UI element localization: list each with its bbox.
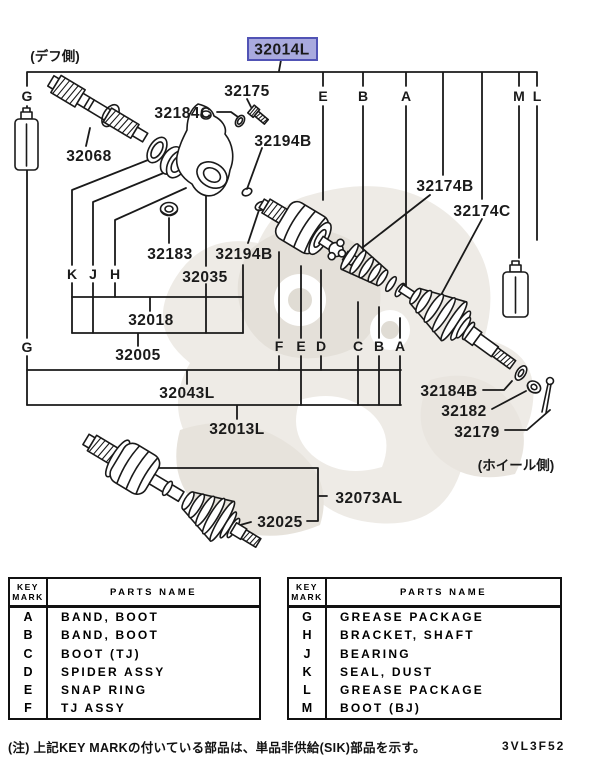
- highlight-leader: [278, 59, 282, 72]
- part-label-32194B-mid: 32194B: [215, 246, 272, 263]
- bracket-32043L: [26, 369, 402, 385]
- parts-name-header: PARTS NAME: [109, 586, 198, 598]
- grease-bottle-left-icon: [14, 107, 39, 171]
- nut-32182-drawing: [526, 380, 542, 394]
- wheel-side-note: (ホイール側): [478, 457, 555, 473]
- diagram-linework: [26, 59, 551, 528]
- parts-name-header: PARTS NAME: [399, 586, 488, 598]
- keymark-A-top: A: [401, 88, 411, 104]
- part-label-32025: 32025: [257, 514, 303, 531]
- figure-code: 3VL3F52: [502, 739, 566, 753]
- part-label-32073AL: 32073AL: [335, 490, 402, 507]
- keymark-D: D: [316, 338, 326, 354]
- cotter-pin-drawing: [541, 376, 555, 414]
- part-label-32174C: 32174C: [453, 203, 510, 220]
- shaft-bracket-drawing: [175, 103, 234, 197]
- keymark-E-top: E: [318, 88, 327, 104]
- boot-bands-drawing: [384, 275, 416, 300]
- keymark-G-top: G: [22, 88, 33, 104]
- part-label-32013L: 32013L: [209, 421, 265, 438]
- keymark-C: C: [353, 338, 363, 354]
- washer-32184b-drawing: [514, 365, 528, 381]
- keymark-B-mid: B: [374, 338, 384, 354]
- bracket-32013L: [26, 404, 402, 420]
- input-shaft-drawing: [46, 74, 149, 143]
- part-label-32184C: 32184C: [154, 105, 211, 122]
- part-label-32175: 32175: [224, 83, 270, 100]
- axle-parts-diagram: 32014L (デフ側) (ホイール側) 32175 32184C 32194B…: [14, 37, 555, 549]
- keymark-K: K: [67, 266, 77, 282]
- grease-bottle-right-icon: [502, 260, 529, 318]
- footnote: (注) 上記KEY MARKの付いている部品は、単品非供給(SIK)部品を示す。: [8, 741, 426, 755]
- part-label-32194B-top: 32194B: [254, 133, 311, 150]
- part-label-32018: 32018: [128, 312, 174, 329]
- part-label-32174B: 32174B: [416, 178, 473, 195]
- keymark-B-top: B: [358, 88, 368, 104]
- watermark: [162, 186, 534, 536]
- part-label-32068: 32068: [66, 148, 112, 165]
- top-bracket-line: [26, 71, 538, 200]
- bracket-32005: [71, 332, 244, 347]
- lower-axle-drawing: [82, 433, 262, 549]
- tj-boot-drawing: [340, 243, 389, 287]
- part-label-32014L: 32014L: [254, 42, 310, 59]
- keymark-L: L: [533, 88, 542, 104]
- part-label-32005: 32005: [115, 347, 161, 364]
- part-label-32184B: 32184B: [420, 383, 477, 400]
- part-label-32182: 32182: [441, 403, 487, 420]
- dust-seal-drawing: [146, 136, 168, 164]
- washer-32184c-drawing: [234, 114, 246, 128]
- bracket-32018: [71, 296, 244, 312]
- outer-stub-drawing: [455, 316, 517, 370]
- part-label-32183: 32183: [147, 246, 193, 263]
- keymark-M: M: [513, 88, 525, 104]
- keymark-H: H: [110, 266, 120, 282]
- part-label-32043L: 32043L: [159, 385, 215, 402]
- tj-housing-drawing: [258, 198, 332, 256]
- keymark-A-mid: A: [395, 338, 405, 354]
- nut-32183-drawing: [159, 201, 179, 217]
- highlight-box: [247, 37, 318, 61]
- keymark-E-mid: E: [296, 338, 305, 354]
- keymark-G-bottom: G: [22, 339, 33, 355]
- keymark-J: J: [89, 266, 97, 282]
- diff-side-note: (デフ側): [30, 48, 80, 64]
- part-label-32035: 32035: [182, 269, 228, 286]
- bolt-32175-drawing: [246, 104, 270, 125]
- part-label-32179: 32179: [454, 424, 500, 441]
- keymark-F: F: [275, 338, 284, 354]
- snap-ring-top-drawing: [241, 187, 253, 197]
- bj-boot-drawing: [409, 287, 472, 342]
- highlighted-part-32014L[interactable]: 32014L: [247, 37, 318, 61]
